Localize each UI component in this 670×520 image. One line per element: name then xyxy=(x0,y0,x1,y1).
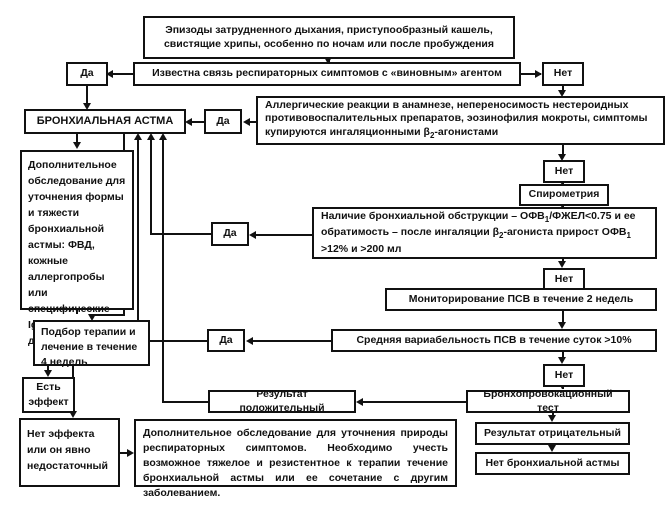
node-provocation-test-label: Бронхопровокационный тест xyxy=(483,388,613,414)
node-spirometry-label: Спирометрия xyxy=(528,188,600,201)
connector-allergy-to-no2 xyxy=(562,145,564,156)
arrow-yes3-to-asthma xyxy=(146,133,155,140)
node-result-negative-label: Результат отрицательный xyxy=(484,426,621,439)
node-yes-4: Да xyxy=(207,329,245,352)
node-therapy-label: Подбор терапии и лечение в течение 4 нед… xyxy=(41,326,138,368)
node-allergy-label: Аллергические реакции в анамнезе, непере… xyxy=(265,98,648,140)
node-no-1-label: Нет xyxy=(553,67,573,80)
arrow-effect-no-to-further xyxy=(127,448,134,457)
node-no-asthma: Нет бронхиальной астмы xyxy=(475,452,630,475)
node-no-2-label: Нет xyxy=(554,164,574,177)
connector-extra-exam-to-therapy xyxy=(76,310,78,314)
node-known-link-label: Известна связь респираторных симптомов с… xyxy=(152,67,502,80)
node-yes-3: Да xyxy=(211,222,249,246)
node-no-2: Нет xyxy=(543,160,585,183)
connector-variability-to-no4 xyxy=(562,352,564,358)
connector-effect-no-to-further xyxy=(120,452,128,454)
node-known-link: Известна связь респираторных симптомов с… xyxy=(133,62,521,86)
node-yes-4-label: Да xyxy=(219,333,233,346)
connector-therapy-to-effect-yes xyxy=(47,366,49,371)
node-spirometry: Спирометрия xyxy=(519,184,609,206)
arrow-psv-to-variability xyxy=(558,322,566,329)
node-no-4-label: Нет xyxy=(554,368,574,381)
node-yes-1: Да xyxy=(66,62,108,86)
arrow-negative-to-no-asthma xyxy=(548,445,556,452)
connector-asthma-to-extra-exam xyxy=(76,134,78,144)
node-result-negative: Результат отрицательный xyxy=(475,422,630,445)
node-effect-no: Нет эффекта или он явно недостаточный xyxy=(19,418,120,487)
connector-known-to-no1 xyxy=(519,73,541,75)
node-therapy: Подбор терапии и лечение в течение 4 нед… xyxy=(33,320,150,368)
node-effect-yes: Есть эффект xyxy=(22,377,75,413)
node-yes-3-label: Да xyxy=(223,227,237,240)
node-psv-variability: Средняя вариабельность ПСВ в течение сут… xyxy=(331,329,657,352)
connector-yes4-horizontal xyxy=(137,340,208,342)
arrow-obstruction-to-no3 xyxy=(558,261,566,268)
node-further-exam: Дополнительное обследование для уточнени… xyxy=(134,419,457,499)
node-extra-exam: Дополнительное обследование для уточнени… xyxy=(20,150,134,347)
connector-yes1-to-asthma xyxy=(86,86,88,106)
node-yes-2-label: Да xyxy=(216,114,230,127)
arrow-therapy-to-effect-no xyxy=(68,411,77,418)
arrow-variability-to-yes4 xyxy=(246,336,253,345)
node-provocation-test: Бронхопровокационный тест xyxy=(466,388,630,414)
arrow-therapy-to-effect-yes xyxy=(43,370,52,377)
node-allergy: Аллергические реакции в анамнезе, непере… xyxy=(256,96,665,145)
connector-known-to-yes1 xyxy=(112,73,135,75)
connector-variability-to-yes4 xyxy=(252,340,332,342)
arrow-known-to-yes1 xyxy=(106,69,113,78)
node-obstruction: Наличие бронхиальной обструкции – ОФВ1/Ф… xyxy=(312,207,657,259)
arrow-symptoms-to-known xyxy=(323,57,332,64)
arrow-variability-to-no4 xyxy=(558,357,566,364)
connector-allergy-to-yes2 xyxy=(248,121,258,123)
node-no-1: Нет xyxy=(542,62,584,86)
node-further-exam-label: Дополнительное обследование для уточнени… xyxy=(143,427,448,499)
arrow-no1-to-allergy xyxy=(558,90,566,97)
node-obstruction-label: Наличие бронхиальной обструкции – ОФВ1/Ф… xyxy=(321,209,636,255)
arrow-asthma-to-extra-exam xyxy=(72,142,81,149)
node-no-3-label: Нет xyxy=(554,272,574,285)
arrow-positive-to-asthma xyxy=(158,133,167,140)
node-no-3: Нет xyxy=(543,268,585,291)
connector-yes3-horizontal xyxy=(150,233,212,235)
node-psv-variability-label: Средняя вариабельность ПСВ в течение сут… xyxy=(356,333,632,346)
node-result-positive-label: Результат положительный xyxy=(239,388,325,414)
arrow-allergy-to-yes2 xyxy=(243,117,250,126)
arrow-allergy-to-no2 xyxy=(558,154,566,161)
node-no-4: Нет xyxy=(543,364,585,387)
connector-psv-to-variability xyxy=(562,311,564,323)
connector-yes2-to-asthma xyxy=(191,121,205,123)
arrow-yes2-to-asthma xyxy=(185,117,192,126)
node-effect-no-label: Нет эффекта или он явно недостаточный xyxy=(27,428,108,472)
connector-positive-horizontal xyxy=(162,401,210,403)
connector-provocation-to-positive xyxy=(362,401,467,403)
node-psv-monitoring-label: Мониторирование ПСВ в течение 2 недель xyxy=(408,292,634,305)
arrow-to-therapy xyxy=(87,314,96,321)
connector-yes4-vertical xyxy=(137,140,139,341)
connector-obstruction-to-yes3 xyxy=(255,234,313,236)
node-asthma-label: БРОНХИАЛЬНАЯ АСТМА xyxy=(36,114,174,127)
arrow-provocation-to-negative xyxy=(548,415,556,422)
node-asthma: БРОНХИАЛЬНАЯ АСТМА xyxy=(24,109,186,134)
node-symptoms: Эпизоды затрудненного дыхания, приступоо… xyxy=(143,16,515,59)
node-no-asthma-label: Нет бронхиальной астмы xyxy=(485,456,620,469)
connector-yes3-vertical xyxy=(150,140,152,234)
node-result-positive: Результат положительный xyxy=(208,388,356,414)
arrow-obstruction-to-yes3 xyxy=(249,230,256,239)
node-symptoms-label: Эпизоды затрудненного дыхания, приступоо… xyxy=(163,24,495,50)
arrow-provocation-to-positive xyxy=(356,397,363,406)
node-psv-monitoring: Мониторирование ПСВ в течение 2 недель xyxy=(385,288,657,311)
node-effect-yes-label: Есть эффект xyxy=(28,381,69,408)
arrow-yes4-to-asthma xyxy=(133,133,142,140)
arrow-known-to-no1 xyxy=(535,69,542,78)
node-yes-1-label: Да xyxy=(80,67,94,80)
node-yes-2: Да xyxy=(204,109,242,134)
connector-asthma-to-therapy-horizontal xyxy=(91,314,125,316)
arrow-yes1-to-asthma xyxy=(82,103,91,110)
connector-positive-vertical xyxy=(162,140,164,402)
